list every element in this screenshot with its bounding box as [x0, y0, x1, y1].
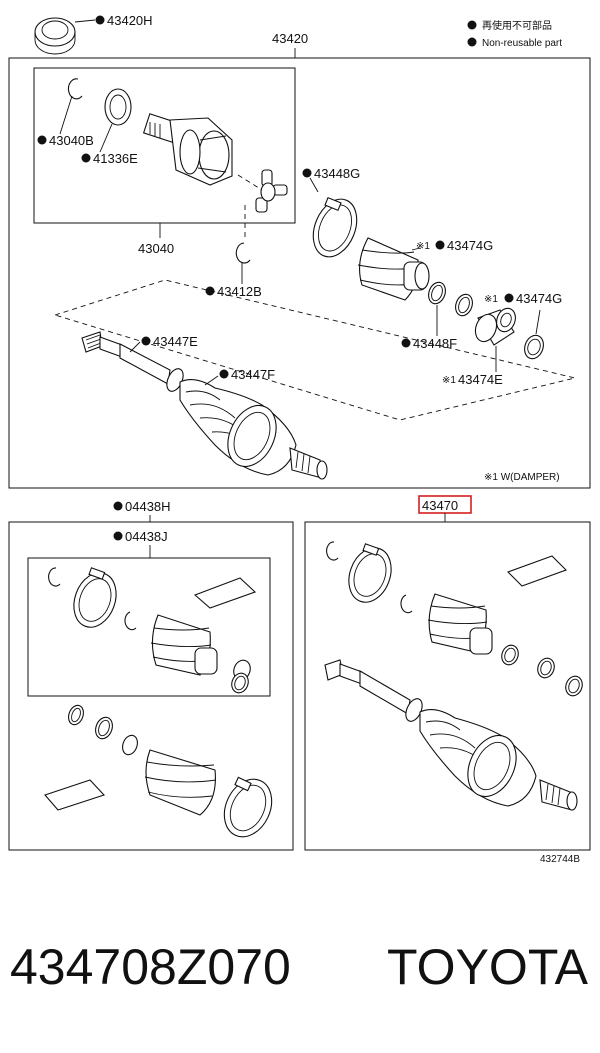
label-43448G: 43448G: [314, 166, 360, 181]
legend-en: Non-reusable part: [482, 38, 562, 49]
box-04438J: [27, 557, 271, 697]
label-43448F: 43448F: [413, 336, 457, 351]
seal-43420H-icon: [34, 17, 76, 55]
washer-43474G-icon: [455, 293, 473, 317]
label-43474G-a: 43474G: [447, 238, 493, 253]
label-43474E: 43474E: [458, 372, 503, 387]
parts-diagram: 再使用不可部品 Non-reusable part 43420H 43420 4…: [8, 13, 591, 865]
bullet-04438J: [113, 531, 123, 541]
bullet-43040B: [37, 135, 47, 145]
kit-04438J-parts-icon: [48, 567, 257, 694]
footer: 434708Z070 TOYOTA: [0, 930, 600, 1040]
kit-04438H-parts-icon: [44, 704, 273, 838]
assembly-outline: [53, 279, 576, 421]
label-43420H: 43420H: [107, 13, 153, 28]
part-number: 434708Z070: [10, 939, 291, 995]
legend-bullet-jp: [467, 20, 477, 30]
box-43470: [304, 521, 591, 851]
label-04438H: 04438H: [125, 499, 171, 514]
box-43420: [8, 57, 591, 489]
bullet-04438H: [113, 501, 123, 511]
label-43447F: 43447F: [231, 367, 275, 382]
label-43474G-b: 43474G: [516, 291, 562, 306]
bullet-43447E: [141, 336, 151, 346]
inner-boot-icon: [357, 237, 430, 301]
bullet-43412B: [205, 286, 215, 296]
snap-ring-43040B-icon: [67, 78, 83, 100]
drawing-number: 432744B: [540, 854, 580, 865]
box-04438H: [8, 521, 294, 851]
bullet-43447F: [219, 369, 229, 379]
label-43040: 43040: [138, 241, 174, 256]
legend-jp: 再使用不可部品: [482, 19, 552, 32]
mark-43474G-b: ※1: [484, 294, 498, 305]
bullet-41336E: [81, 153, 91, 163]
bullet-43474G-b: [504, 293, 514, 303]
label-43420: 43420: [272, 31, 308, 46]
label-41336E: 41336E: [93, 151, 138, 166]
bullet-43474G-a: [435, 240, 445, 250]
tripod-icon: [255, 169, 288, 213]
clamp-43448G-icon: [312, 196, 358, 258]
label-43447E: 43447E: [153, 334, 198, 349]
brand-name: TOYOTA: [387, 939, 588, 995]
bullet-43448F: [401, 338, 411, 348]
label-43040B: 43040B: [49, 133, 94, 148]
outer-boot-icon: [179, 379, 328, 480]
clamp-43448F-icon: [428, 281, 446, 305]
joint-housing-icon: [142, 113, 233, 186]
clamp-43474G-end-icon: [524, 334, 544, 360]
drive-shaft-icon: [81, 331, 184, 392]
damper-43474E-icon: [474, 307, 516, 346]
label-43412B: 43412B: [217, 284, 262, 299]
bullet-43448G: [302, 168, 312, 178]
label-43470[interactable]: 43470: [422, 498, 458, 513]
damper-note: ※1 W(DAMPER): [484, 472, 560, 483]
snap-ring-43412B-icon: [235, 242, 251, 264]
label-04438J: 04438J: [125, 529, 168, 544]
seal-41336E-icon: [104, 88, 132, 126]
box-43040: [33, 67, 296, 224]
mark-43474G-a: ※1: [416, 241, 430, 252]
bullet-43420H: [95, 15, 105, 25]
mark-43474E: ※1: [442, 375, 456, 386]
assembly-43470-icon: [324, 541, 583, 811]
legend-bullet-en: [467, 37, 477, 47]
